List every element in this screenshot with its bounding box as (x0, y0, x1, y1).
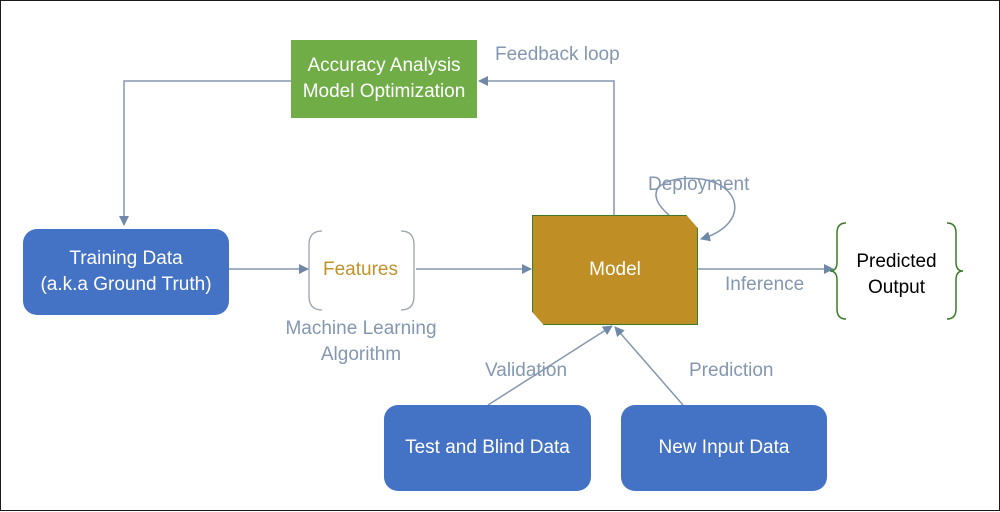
validation-label: Validation (485, 360, 568, 381)
accuracy-analysis-label: Accuracy Analysis (307, 55, 461, 76)
model-box: Model (532, 215, 698, 325)
ground-truth-label: (a.k.a Ground Truth) (40, 274, 212, 295)
output-label: Output (867, 277, 926, 298)
new-input-data-box: New Input Data (621, 405, 827, 491)
test-blind-data-box: Test and Blind Data (384, 405, 591, 491)
accuracy-analysis-box: Accuracy Analysis Model Optimization (291, 40, 477, 118)
features-label: Features (323, 259, 398, 280)
feedback-loop-label: Feedback loop (495, 44, 620, 65)
prediction-label: Prediction (689, 360, 774, 381)
model-optimization-label: Model Optimization (302, 81, 466, 102)
ml-algorithm-line1: Machine Learning (285, 318, 437, 339)
predicted-label: Predicted (856, 251, 937, 272)
features-left-paren (308, 230, 323, 311)
arrow-test-to-model (487, 325, 613, 406)
arrow-accuracy-to-training (119, 80, 291, 226)
predicted-output: Predicted Output (846, 249, 947, 301)
ml-algorithm-label: Machine Learning Algorithm (271, 316, 451, 368)
new-input-data-label: New Input Data (658, 437, 790, 458)
ml-algorithm-line2: Algorithm (320, 344, 402, 365)
inference-label: Inference (725, 274, 805, 295)
training-data-label: Training Data (69, 248, 183, 269)
training-data-box: Training Data (a.k.a Ground Truth) (23, 229, 229, 315)
features-right-paren (400, 230, 415, 311)
deployment-label: Deployment (648, 174, 750, 195)
test-blind-data-label: Test and Blind Data (405, 437, 570, 458)
arrow-model-to-accuracy (478, 76, 615, 215)
deployment-loop-arrow (655, 177, 736, 242)
arrow-input-to-model (614, 326, 684, 406)
output-left-brace (829, 222, 847, 320)
model-label: Model (589, 259, 641, 280)
output-right-brace (946, 222, 964, 320)
